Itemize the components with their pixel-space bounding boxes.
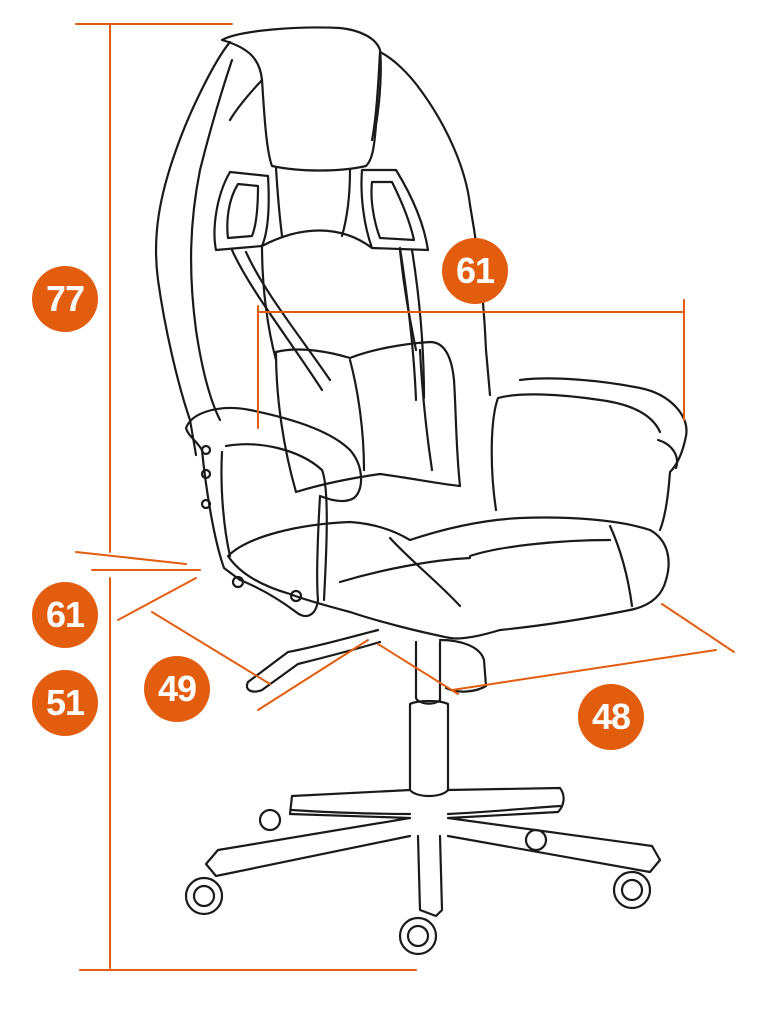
seat-depth-dimension-line — [151, 611, 271, 685]
seat-height-max-badge: 61 — [32, 582, 98, 648]
tilt-lever — [245, 628, 382, 693]
left-harness-slot — [213, 170, 270, 252]
gas-cylinder — [414, 640, 442, 705]
caster-wheels — [184, 808, 652, 956]
lumbar-pillow — [274, 340, 462, 494]
seat-cushion — [226, 516, 670, 640]
width-badge: 61 — [442, 238, 508, 304]
seat-width-badge: 48 — [578, 684, 644, 750]
seat-width-dimension-line — [451, 649, 717, 691]
right-armrest — [490, 377, 688, 532]
star-base — [204, 786, 662, 918]
depth-badge: 49 — [144, 656, 210, 722]
seat-height-min-badge: 51 — [32, 670, 98, 736]
headrest-outline — [220, 26, 382, 172]
height-badge: 77 — [32, 266, 98, 332]
backrest-outline — [154, 40, 492, 457]
right-harness-slot — [360, 168, 430, 252]
left-armrest — [184, 406, 363, 618]
